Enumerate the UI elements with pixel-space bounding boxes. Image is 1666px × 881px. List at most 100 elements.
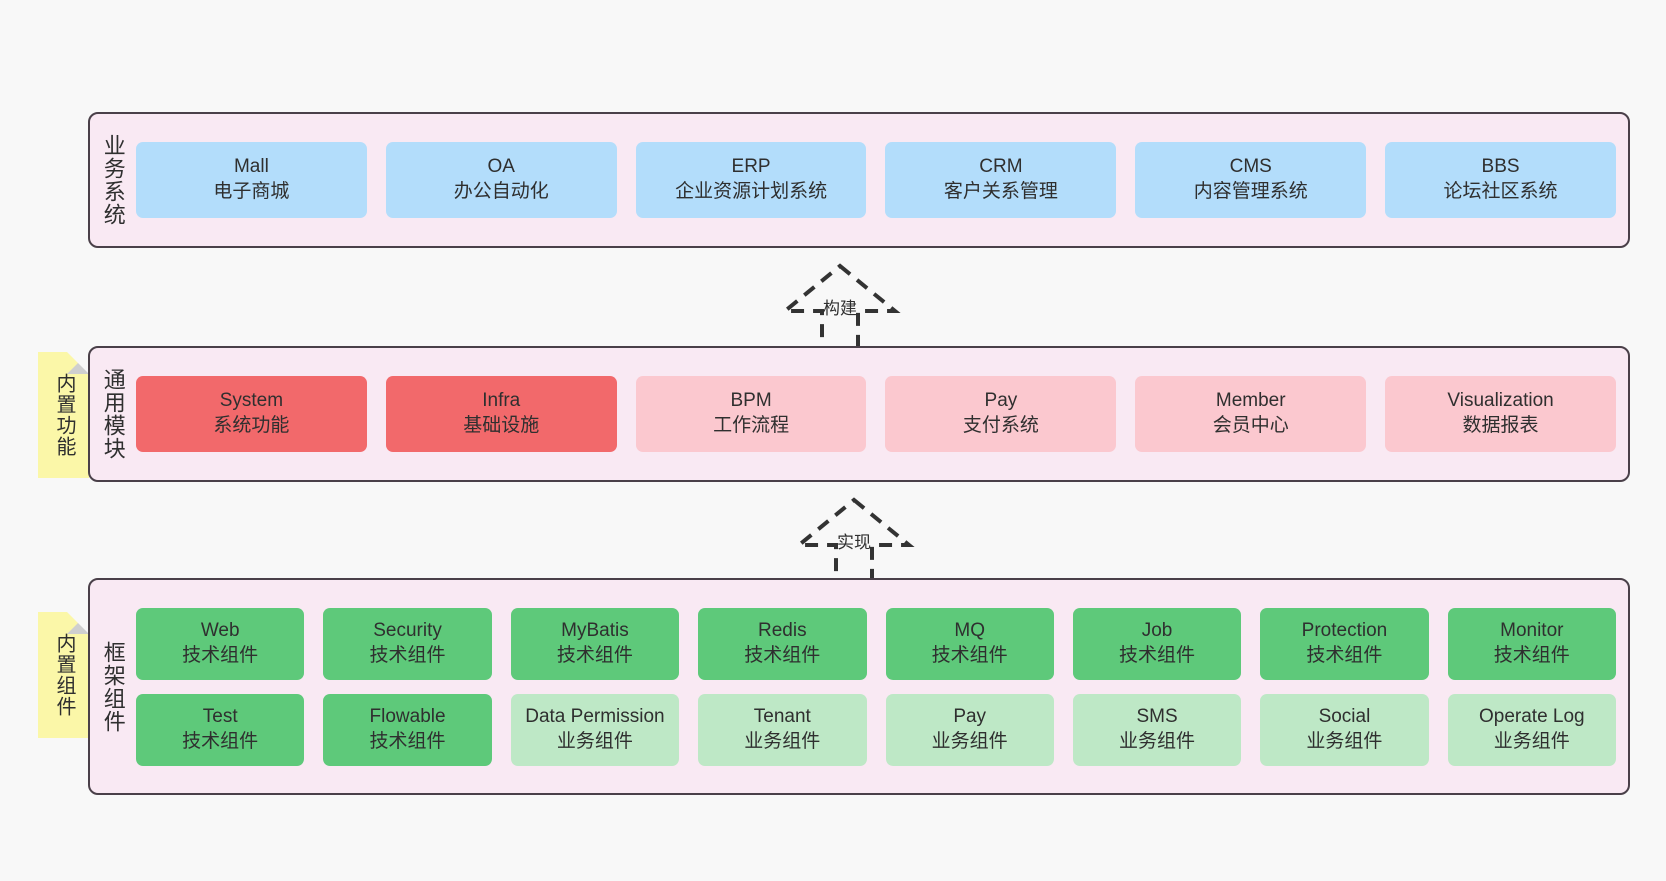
card-social[interactable]: Social 业务组件 (1260, 693, 1429, 766)
sticky-note-builtin-components: 内置组件 (38, 612, 89, 738)
card-oa-cn: 办公自动化 (453, 181, 549, 202)
card-tenant-en: Tenant (753, 705, 811, 727)
card-job-en: Job (1141, 619, 1173, 641)
framework-card-row-1: Web 技术组件 Security 技术组件 MyBatis 技术组件 Redi… (136, 607, 1616, 680)
card-mq-en: MQ (954, 619, 985, 641)
card-crm-cn: 客户关系管理 (943, 181, 1058, 202)
card-bbs-cn: 论坛社区系统 (1443, 181, 1558, 202)
connector-build: 构建 (740, 256, 940, 356)
layer-common-modules-body: System 系统功能 Infra 基础设施 BPM 工作流程 Pay 支付系统… (136, 348, 1628, 480)
card-security[interactable]: Security 技术组件 (323, 607, 492, 680)
card-sms-en: SMS (1136, 705, 1178, 727)
card-mybatis-en: MyBatis (561, 619, 629, 641)
card-redis-en: Redis (758, 619, 807, 641)
card-tenant[interactable]: Tenant 业务组件 (698, 693, 867, 766)
card-pay-module-en: Pay (984, 390, 1018, 412)
card-job[interactable]: Job 技术组件 (1072, 607, 1242, 680)
layer-common-modules: 通用模块 System 系统功能 Infra 基础设施 BPM 工作流程 Pay… (88, 346, 1630, 482)
card-pay-component-cn: 业务组件 (931, 730, 1008, 752)
card-infra[interactable]: Infra 基础设施 (385, 376, 617, 452)
card-bbs-en: BBS (1481, 156, 1520, 178)
card-flowable-cn: 技术组件 (369, 730, 446, 752)
card-data-permission[interactable]: Data Permission 业务组件 (510, 693, 680, 766)
card-data-permission-cn: 业务组件 (556, 730, 633, 752)
card-redis[interactable]: Redis 技术组件 (698, 607, 867, 680)
card-operate-log[interactable]: Operate Log 业务组件 (1447, 693, 1616, 766)
card-mybatis-cn: 技术组件 (556, 644, 633, 666)
card-infra-cn: 基础设施 (463, 415, 540, 436)
modules-card-row: System 系统功能 Infra 基础设施 BPM 工作流程 Pay 支付系统… (136, 376, 1616, 452)
card-system[interactable]: System 系统功能 (136, 376, 367, 452)
card-mall-cn: 电子商城 (213, 181, 290, 202)
card-system-en: System (219, 390, 284, 412)
card-crm-en: CRM (979, 156, 1023, 178)
layer-business-system-body: Mall 电子商城 OA 办公自动化 ERP 企业资源计划系统 CRM 客户关系… (136, 114, 1628, 246)
card-cms[interactable]: CMS 内容管理系统 (1135, 142, 1367, 218)
card-cms-en: CMS (1229, 156, 1272, 178)
card-bpm-cn: 工作流程 (713, 415, 790, 436)
sticky-note-builtin-features-label: 内置功能 (53, 373, 75, 457)
card-operate-log-en: Operate Log (1478, 705, 1585, 727)
card-infra-en: Infra (482, 390, 521, 412)
card-mall-en: Mall (233, 156, 269, 178)
card-flowable-en: Flowable (369, 705, 446, 727)
card-pay-module-cn: 支付系统 (962, 415, 1039, 436)
card-operate-log-cn: 业务组件 (1493, 730, 1570, 752)
card-erp-en: ERP (731, 156, 771, 178)
card-erp-cn: 企业资源计划系统 (675, 181, 828, 202)
card-protection[interactable]: Protection 技术组件 (1260, 607, 1429, 680)
card-pay-module[interactable]: Pay 支付系统 (885, 376, 1117, 452)
card-flowable[interactable]: Flowable 技术组件 (323, 693, 492, 766)
card-security-cn: 技术组件 (369, 644, 446, 666)
card-test-en: Test (202, 705, 238, 727)
card-erp[interactable]: ERP 企业资源计划系统 (635, 142, 867, 218)
card-mall[interactable]: Mall 电子商城 (136, 142, 367, 218)
card-social-cn: 业务组件 (1306, 730, 1383, 752)
card-system-cn: 系统功能 (213, 415, 290, 436)
card-bpm[interactable]: BPM 工作流程 (635, 376, 867, 452)
card-mq[interactable]: MQ 技术组件 (885, 607, 1054, 680)
card-social-en: Social (1318, 705, 1371, 727)
connector-implement-label: 实现 (837, 533, 871, 552)
layer-business-system-title: 业务系统 (100, 134, 126, 226)
card-visualization-cn: 数据报表 (1462, 415, 1539, 436)
card-data-permission-en: Data Permission (525, 705, 665, 727)
sticky-note-builtin-components-label: 内置组件 (53, 633, 75, 717)
connector-build-label: 构建 (823, 299, 857, 318)
card-protection-en: Protection (1301, 619, 1388, 641)
card-test-cn: 技术组件 (182, 730, 259, 752)
card-monitor-en: Monitor (1500, 619, 1564, 641)
card-visualization[interactable]: Visualization 数据报表 (1385, 376, 1616, 452)
card-bbs[interactable]: BBS 论坛社区系统 (1385, 142, 1616, 218)
card-oa[interactable]: OA 办公自动化 (385, 142, 617, 218)
card-oa-en: OA (487, 156, 515, 178)
card-member[interactable]: Member 会员中心 (1135, 376, 1367, 452)
card-crm[interactable]: CRM 客户关系管理 (885, 142, 1117, 218)
card-cms-cn: 内容管理系统 (1193, 181, 1308, 202)
card-mq-cn: 技术组件 (931, 644, 1008, 666)
card-security-en: Security (373, 619, 442, 641)
card-sms[interactable]: SMS 业务组件 (1072, 693, 1242, 766)
card-job-cn: 技术组件 (1119, 644, 1196, 666)
framework-card-row-2: Test 技术组件 Flowable 技术组件 Data Permission … (136, 693, 1616, 766)
card-member-en: Member (1215, 390, 1286, 412)
card-pay-component[interactable]: Pay 业务组件 (885, 693, 1054, 766)
card-pay-component-en: Pay (953, 705, 987, 727)
connector-implement: 实现 (754, 490, 954, 590)
business-card-row: Mall 电子商城 OA 办公自动化 ERP 企业资源计划系统 CRM 客户关系… (136, 142, 1616, 218)
layer-framework-components-body: Web 技术组件 Security 技术组件 MyBatis 技术组件 Redi… (136, 580, 1628, 793)
card-visualization-en: Visualization (1447, 390, 1554, 412)
card-web-en: Web (200, 619, 240, 641)
card-test[interactable]: Test 技术组件 (136, 693, 305, 766)
card-sms-cn: 业务组件 (1119, 730, 1196, 752)
card-monitor[interactable]: Monitor 技术组件 (1447, 607, 1616, 680)
layer-business-system: 业务系统 Mall 电子商城 OA 办公自动化 ERP 企业资源计划系统 CRM… (88, 112, 1630, 248)
card-web[interactable]: Web 技术组件 (136, 607, 305, 680)
card-mybatis[interactable]: MyBatis 技术组件 (510, 607, 680, 680)
layer-common-modules-title: 通用模块 (100, 368, 126, 460)
card-member-cn: 会员中心 (1212, 415, 1289, 436)
card-protection-cn: 技术组件 (1306, 644, 1383, 666)
layer-framework-components: 框架组件 Web 技术组件 Security 技术组件 MyBatis 技术组件… (88, 578, 1630, 795)
layer-framework-components-title: 框架组件 (100, 640, 126, 733)
